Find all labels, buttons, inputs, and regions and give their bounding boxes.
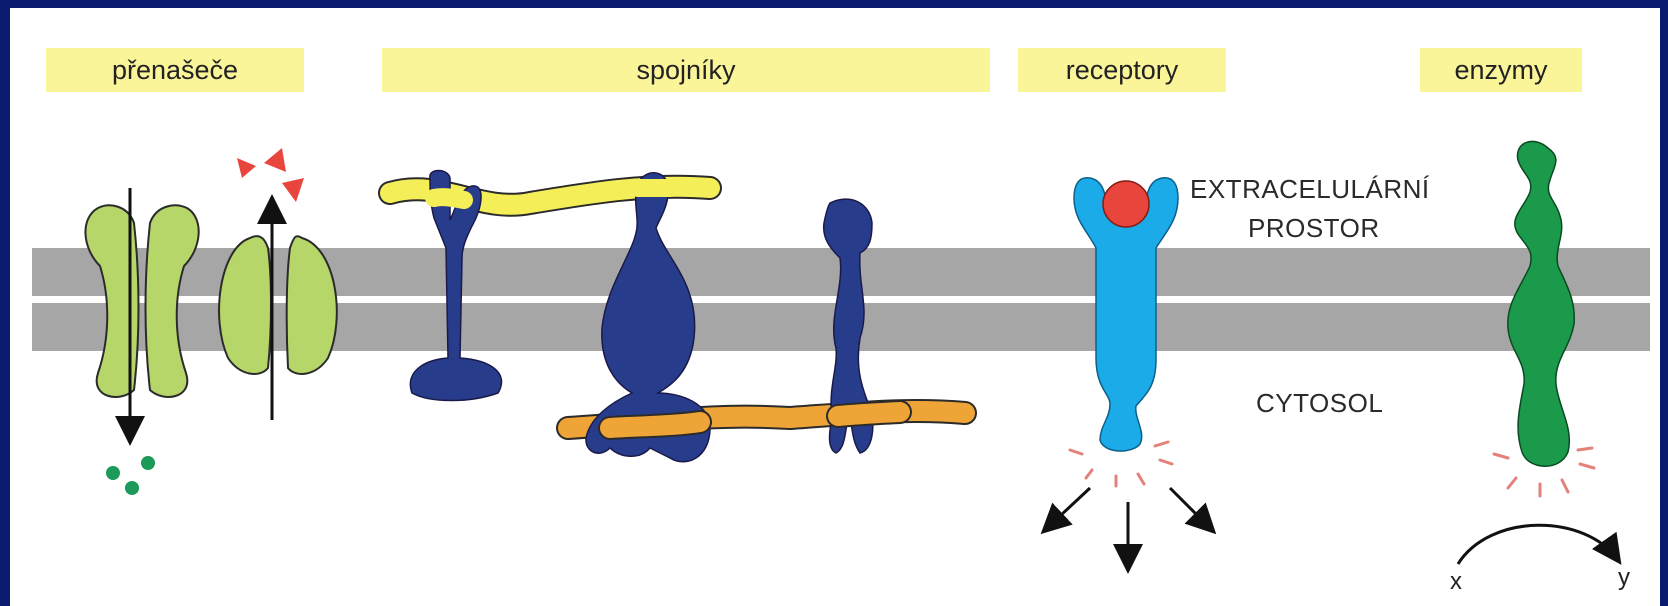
signal-ray [1138, 474, 1144, 484]
solute-triangle [264, 148, 286, 172]
region-cytosol: CYTOSOL [1256, 388, 1383, 419]
label-carriers: přenašeče [46, 48, 304, 92]
region-extracellular-line2: PROSTOR [1248, 213, 1380, 244]
receptor-ligand [1103, 181, 1149, 227]
region-extracellular-line1: EXTRACELULÁRNÍ [1190, 174, 1430, 205]
membrane-proteins-diagram [10, 8, 1660, 606]
signal-ray [1086, 470, 1092, 478]
signal-ray [1155, 442, 1168, 446]
solute-dot [125, 481, 139, 495]
signal-ray [1580, 464, 1594, 468]
signal-ray [1070, 450, 1082, 454]
signal-arrow-right [1170, 488, 1212, 530]
solute-triangle [282, 178, 304, 202]
carrier-right-half-1 [146, 205, 199, 397]
carrier-proteins [85, 205, 336, 397]
signal-ray [1160, 460, 1172, 464]
signal-ray [1578, 448, 1592, 450]
enzyme-body [1508, 141, 1574, 466]
signal-arrow-left [1045, 488, 1090, 530]
solute-dot [141, 456, 155, 470]
green-solutes [106, 456, 155, 495]
signal-ray [1508, 478, 1516, 488]
reaction-product: y [1618, 564, 1630, 592]
solute-triangle [237, 158, 256, 178]
label-enzymes: enzymy [1420, 48, 1582, 92]
diagram-frame: přenašeče spojníky receptory enzymy EXTR… [10, 8, 1660, 606]
enzyme-protein [1508, 141, 1574, 466]
receptor-signal-arrows [1045, 488, 1212, 568]
intracellular-fiber-front-1-fill [610, 422, 700, 428]
signal-ray [1562, 480, 1568, 492]
intracellular-fiber-front-2-fill [838, 412, 900, 416]
solute-dot [106, 466, 120, 480]
reaction-arrow [1458, 525, 1618, 564]
extracellular-fiber-front [434, 197, 464, 200]
red-solutes [237, 148, 304, 202]
signal-ray [1494, 454, 1508, 458]
label-linkers: spojníky [382, 48, 990, 92]
label-receptors: receptory [1018, 48, 1226, 92]
reaction-substrate: x [1450, 568, 1462, 596]
